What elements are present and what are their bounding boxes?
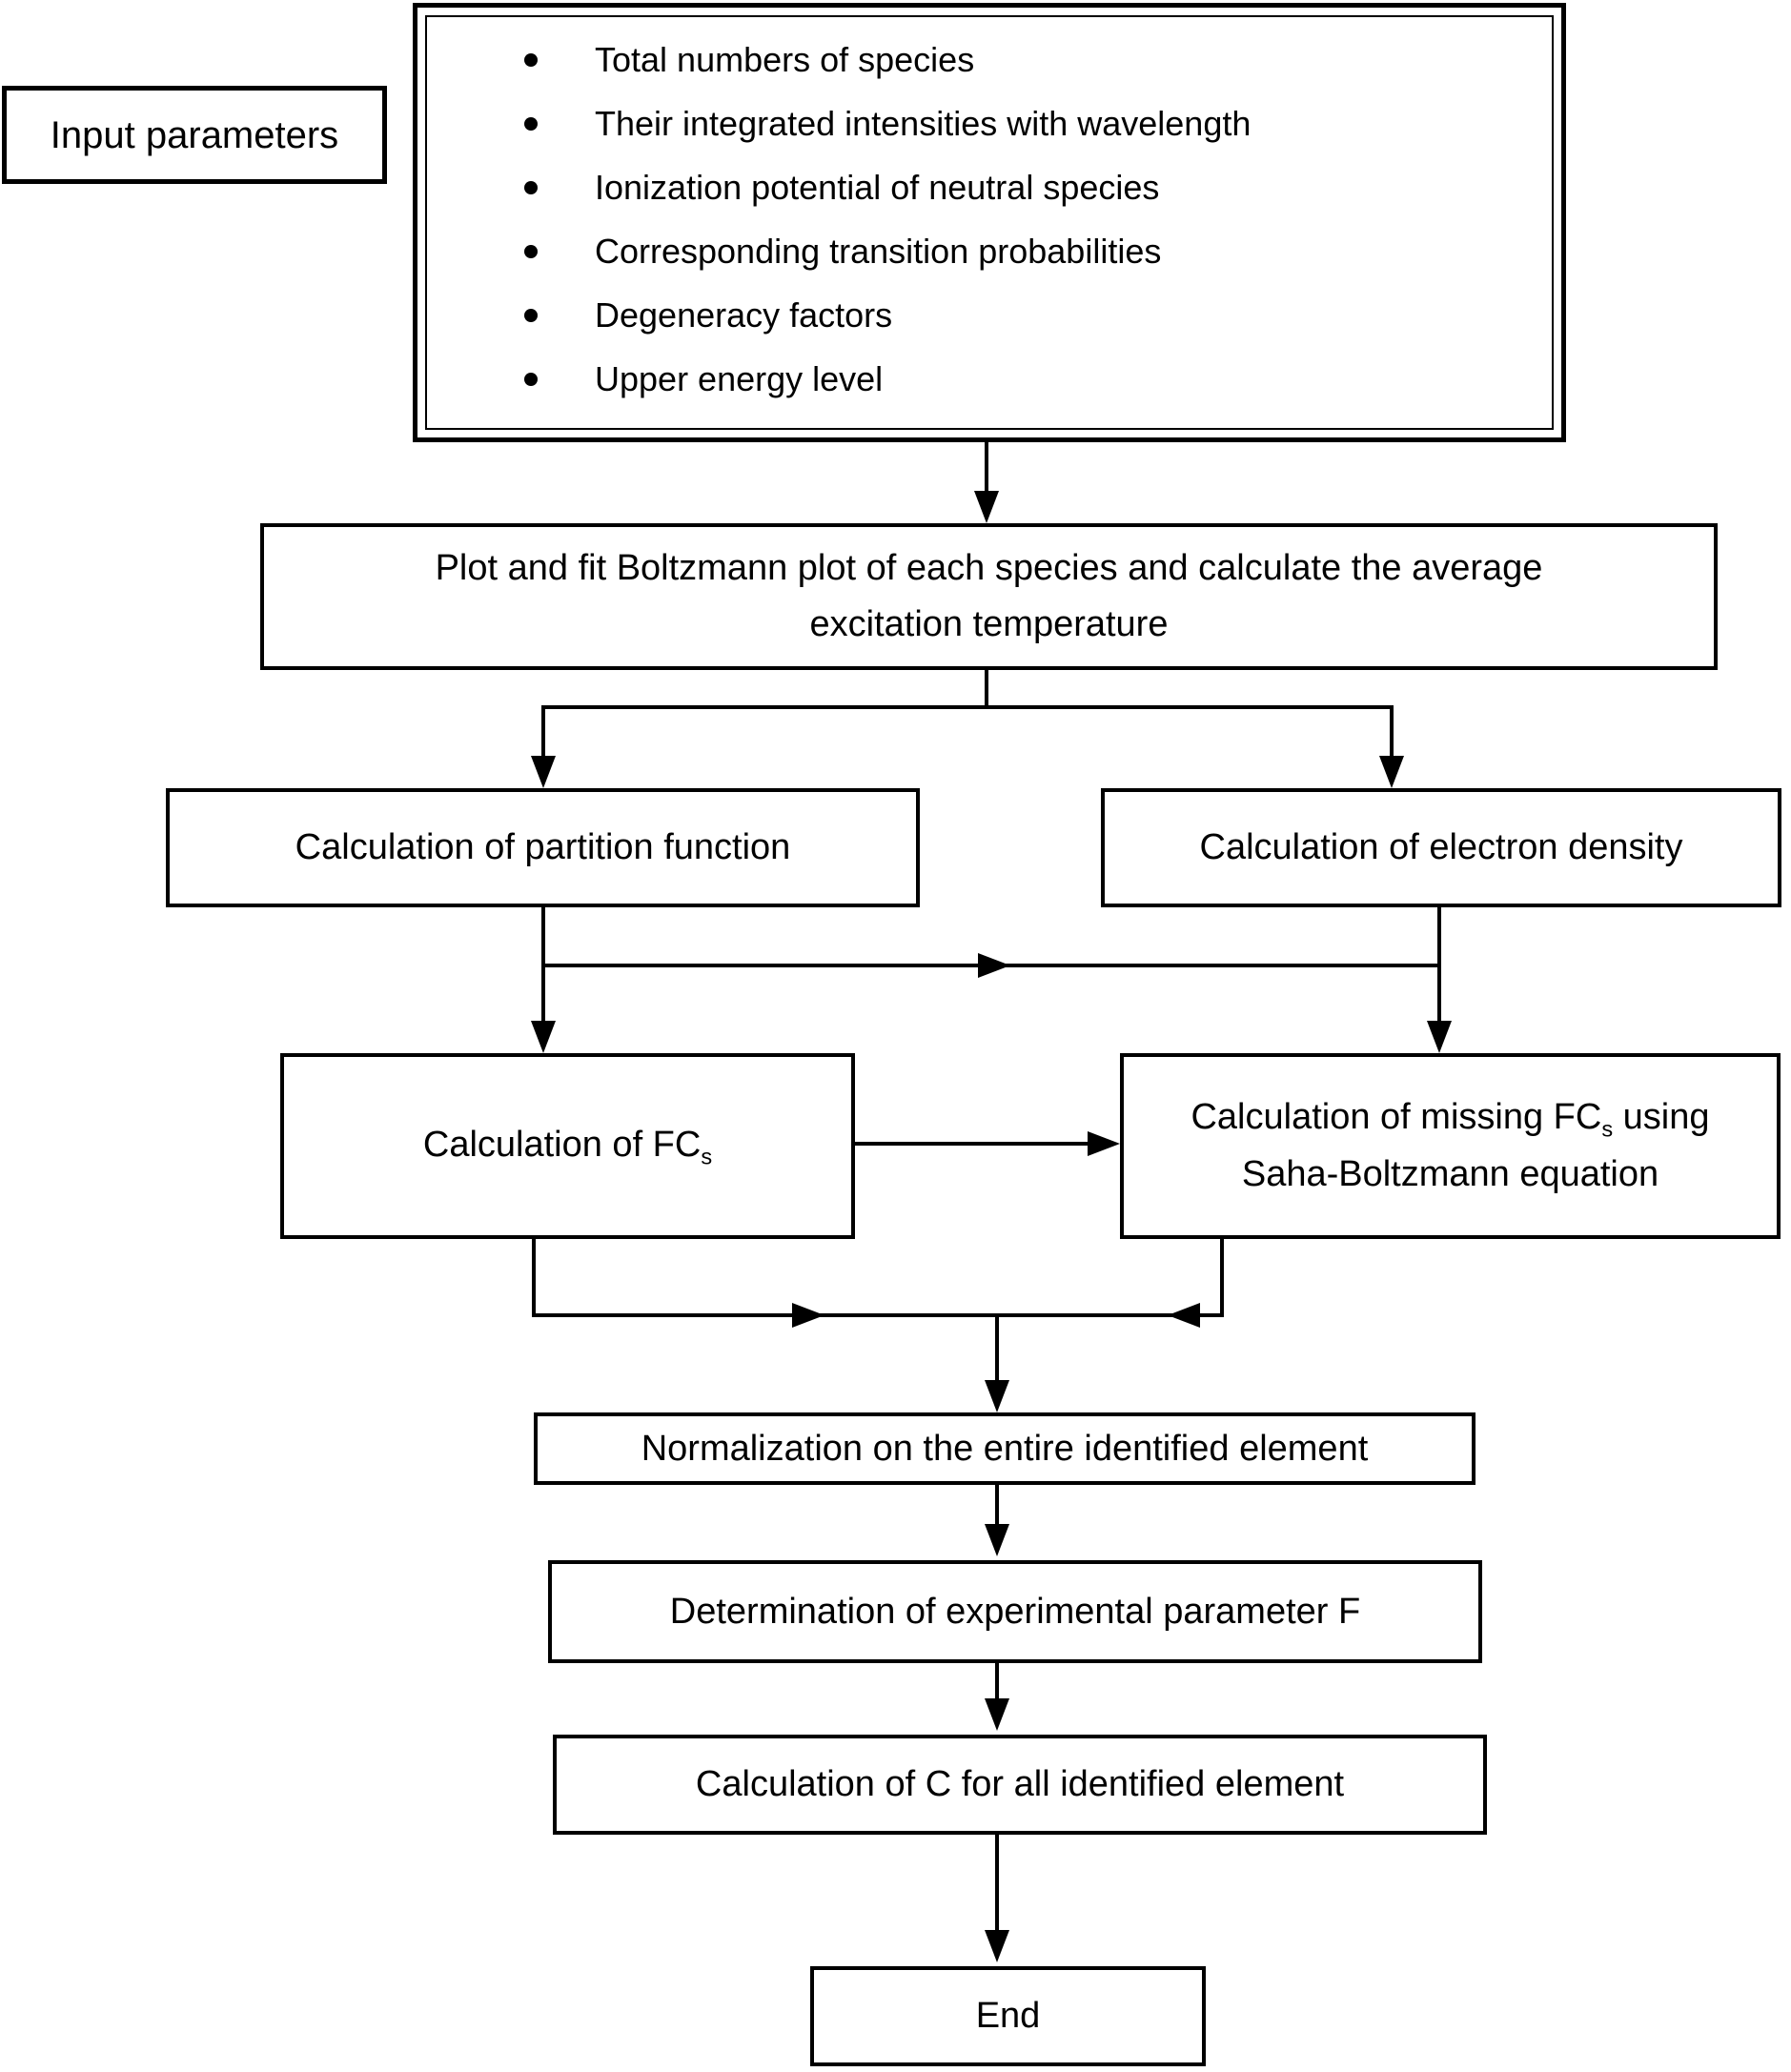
split-boltzmann-branches [531,670,1404,788]
missing-fcs-label-line2: Saha-Boltzmann equation [1241,1154,1659,1195]
missing-fcs-label-line1: Calculation of missing FCs using [1191,1097,1710,1142]
list-item: Their integrated intensities with wavele… [417,91,1561,155]
bullet-text: Their integrated intensities with wavele… [595,103,1252,143]
node-electron-density: Calculation of electron density [1101,788,1781,907]
arrow-partition-to-fcs [531,907,556,1053]
bullet-text: Degeneracy factors [595,295,893,335]
merge-fcs-branches [532,1239,1224,1412]
calc-c-label: Calculation of C for all identified elem… [695,1764,1345,1805]
fcs-label: Calculation of FCs [422,1125,713,1170]
list-item: Corresponding transition probabilities [417,219,1561,283]
node-calculation-c: Calculation of C for all identified elem… [553,1735,1487,1835]
bullet-icon [524,244,538,258]
bullet-text: Ionization potential of neutral species [595,167,1160,207]
node-determination-parameter-f: Determination of experimental parameter … [548,1560,1482,1663]
arrow-determination-to-calcc [985,1663,1009,1731]
determination-label: Determination of experimental parameter … [669,1591,1361,1632]
bullet-text: Upper energy level [595,358,884,398]
arrow-params-to-boltzmann [974,442,999,523]
bullet-text: Corresponding transition probabilities [595,231,1162,271]
input-parameters-label: Input parameters [50,113,339,156]
input-parameter-bullet-list: Total numbers of species Their integrate… [417,28,1561,411]
node-input-parameter-list: Total numbers of species Their integrate… [413,3,1566,442]
bullet-text: Total numbers of species [595,39,975,79]
bullet-icon [524,372,538,386]
end-label: End [975,1996,1041,2037]
list-item: Degeneracy factors [417,283,1561,347]
electron-label: Calculation of electron density [1199,827,1683,868]
node-partition-function: Calculation of partition function [166,788,920,907]
boltzmann-label-line2: excitation temperature [809,604,1169,644]
bullet-icon [524,180,538,194]
list-item: Total numbers of species [417,28,1561,91]
arrow-partition-to-missing [543,953,1439,978]
node-input-parameters: Input parameters [2,86,387,184]
node-missing-fcs-saha-boltzmann: Calculation of missing FCs using Saha-Bo… [1120,1053,1781,1239]
boltzmann-label-line1: Plot and fit Boltzmann plot of each spec… [435,548,1543,589]
partition-label: Calculation of partition function [295,827,791,868]
list-item: Ionization potential of neutral species [417,155,1561,219]
arrow-electron-to-missing [1427,907,1452,1053]
bullet-icon [524,308,538,322]
list-item: Upper energy level [417,347,1561,411]
double-border-inner [425,15,1554,430]
node-normalization: Normalization on the entire identified e… [534,1412,1476,1485]
normalization-label: Normalization on the entire identified e… [641,1428,1369,1469]
arrow-calcc-to-end [985,1835,1009,1962]
node-end: End [810,1966,1206,2066]
arrow-fcs-to-missing [855,1131,1120,1156]
node-boltzmann-plot: Plot and fit Boltzmann plot of each spec… [260,523,1718,670]
bullet-icon [524,116,538,131]
bullet-icon [524,52,538,67]
arrow-normalization-to-determination [985,1485,1009,1556]
node-calculation-fcs: Calculation of FCs [280,1053,855,1239]
